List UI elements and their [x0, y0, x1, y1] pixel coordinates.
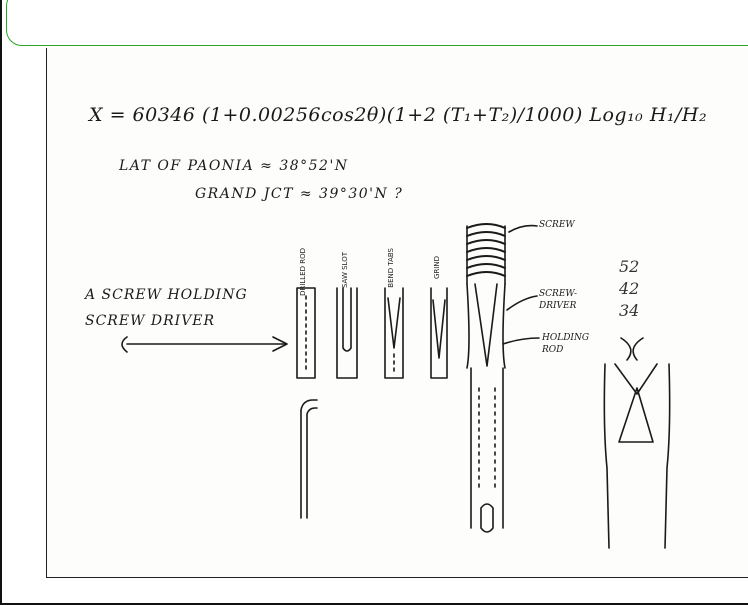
scanned-sketch-sheet: X = 60346 (1+0.00256cos2θ)(1+2 (T₁+T₂)/1… [46, 48, 748, 578]
paonia-latitude-note: LAT OF PAONIA ≈ 38°52'N [119, 158, 349, 174]
saw-slot-sketch [336, 287, 358, 379]
grind-sketch [430, 287, 448, 379]
handwritten-numbers: 52 42 34 [619, 256, 639, 322]
screw-holding-screwdriver-note: A SCREW HOLDING SCREW DRIVER [85, 287, 248, 329]
barometric-formula: X = 60346 (1+0.00256cos2θ)(1+2 (T₁+T₂)/1… [89, 104, 708, 126]
tube-label-saw-slot: SAW SLOT [341, 252, 349, 289]
drilled-rod-sketch [296, 287, 316, 379]
arrow-head [272, 336, 288, 352]
callout-screw: SCREW [539, 220, 575, 230]
number-42: 42 [619, 279, 640, 298]
screw-assembly-sketch [466, 223, 540, 533]
hex-key-sketch [300, 399, 318, 519]
tube-label-bend-tabs: BEND TABS [387, 248, 395, 288]
top-callout-box [6, 0, 748, 46]
grand-junction-latitude-note: GRAND JCT ≈ 39°30'N ? [195, 186, 404, 202]
bend-tabs-sketch [384, 287, 404, 379]
number-52: 52 [619, 257, 640, 276]
tapered-tip-sketch [603, 337, 671, 549]
tube-label-grind: GRIND [433, 256, 441, 279]
arrow-tail-hook [121, 336, 128, 353]
pen-sketch-drawing [121, 223, 671, 549]
callout-holding-rod: HOLDING ROD [542, 333, 590, 355]
callout-screwdriver: SCREW- DRIVER [539, 289, 578, 311]
number-34: 34 [619, 301, 640, 320]
tube-label-drilled-rod: DRILLED ROD [299, 248, 307, 296]
